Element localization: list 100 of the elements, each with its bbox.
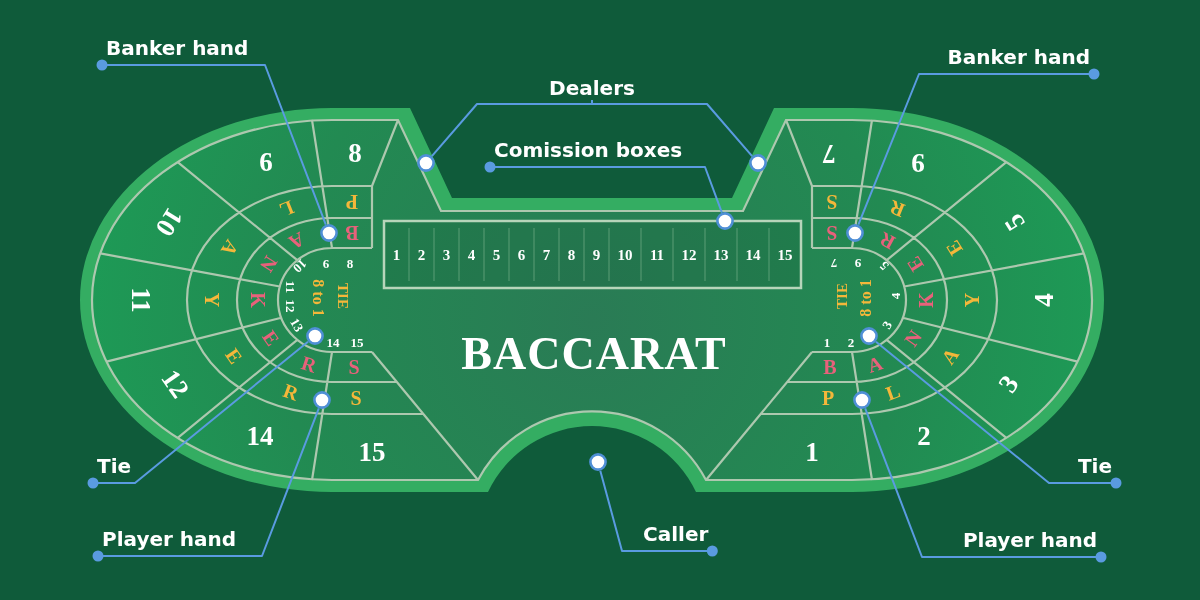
seat-number: 7: [822, 139, 836, 167]
commission-number: 4: [467, 247, 476, 262]
player-bet-letter: S: [826, 192, 838, 212]
seat-number: 2: [917, 422, 931, 450]
player-bet-letter: P: [345, 192, 359, 212]
target-dot-icon: [749, 154, 767, 172]
player-bet-letter: R: [280, 380, 302, 404]
tie-seat-number: 2: [847, 335, 855, 349]
commission-number: 14: [745, 247, 761, 262]
payout-label: 8 to 1: [858, 279, 874, 317]
leader-line: [864, 407, 1107, 563]
target-dot-icon: [589, 453, 607, 471]
leader-line: [599, 469, 718, 557]
player-bet-letter: A: [217, 236, 243, 260]
seat-number: 6: [259, 148, 273, 176]
banker-bet-letter: K: [916, 292, 936, 308]
seat-number: 14: [246, 422, 274, 450]
player-bet-letter: Y: [202, 292, 222, 308]
callout-label: Tie: [1077, 455, 1112, 478]
player-bet-letter: S: [350, 388, 362, 408]
player-bet-letter: L: [883, 380, 903, 404]
banker-bet-letter: S: [348, 357, 360, 377]
commission-number: 10: [617, 247, 633, 262]
seat-number: 10: [150, 203, 188, 241]
commission-number: 2: [417, 247, 426, 262]
commission-number: 11: [649, 247, 665, 262]
callout-label: Dealers: [549, 77, 635, 100]
commission-number: 3: [442, 247, 451, 262]
tie-seat-number: 1: [823, 335, 831, 349]
tie-label: TIE: [334, 283, 350, 309]
target-dot-icon: [417, 154, 435, 172]
tie-seat-number: 5: [877, 259, 891, 273]
commission-number: 7: [542, 247, 551, 262]
tie-seat-number: 8: [346, 256, 354, 270]
tie-seat-number: 13: [288, 316, 306, 334]
tie-seat-number: 11: [283, 280, 297, 294]
commission-number: 5: [492, 247, 501, 262]
commission-number: 12: [681, 247, 697, 262]
seat-number: 5: [999, 209, 1031, 235]
player-bet-letter: E: [222, 344, 246, 368]
tie-seat-number: 4: [888, 292, 902, 300]
seat-number: 15: [358, 438, 386, 466]
callout-label: Banker hand: [947, 46, 1090, 69]
seat-number: 8: [348, 139, 362, 167]
seat-number: 9: [911, 148, 925, 176]
target-dot-icon: [306, 327, 324, 345]
seat-number: 3: [994, 370, 1024, 398]
banker-bet-letter: A: [865, 352, 885, 376]
player-bet-letter: R: [886, 197, 908, 221]
callout-label: Player hand: [102, 528, 237, 551]
player-bet-letter: A: [937, 344, 963, 368]
target-dot-icon: [860, 327, 878, 345]
player-bet-letter: E: [942, 237, 966, 259]
commission-number: 15: [777, 247, 793, 262]
seat-number: 1: [805, 438, 819, 466]
banker-bet-letter: B: [345, 223, 359, 243]
callout-label: Tie: [97, 455, 132, 478]
player-bet-letter: Y: [962, 292, 982, 308]
banker-bet-letter: S: [826, 223, 838, 243]
banker-bet-letter: K: [248, 292, 268, 308]
leader-line: [92, 407, 320, 562]
commission-number: 8: [567, 247, 576, 262]
callout-label: Comission boxes: [494, 139, 683, 162]
tie-seat-number: 14: [326, 335, 340, 349]
tie-seat-number: 15: [350, 335, 364, 349]
banker-bet-letter: N: [900, 326, 926, 350]
leader-line: [591, 99, 754, 158]
player-bet-letter: L: [277, 197, 297, 221]
target-dot-icon: [313, 391, 331, 409]
target-dot-icon: [853, 391, 871, 409]
table-title: BACCARAT: [461, 331, 727, 377]
callout-label: Caller: [643, 523, 709, 546]
tie-seat-number: 9: [854, 256, 862, 270]
banker-bet-letter: R: [299, 352, 319, 376]
payout-label: 8 to 1: [310, 279, 326, 317]
leader-line: [857, 68, 1100, 226]
banker-bet-letter: B: [823, 357, 837, 377]
seat-number: 12: [156, 365, 194, 403]
banker-bet-letter: E: [259, 326, 283, 350]
tie-label: TIE: [834, 283, 850, 309]
tie-seat-number: 12: [283, 299, 297, 313]
target-dot-icon: [320, 224, 338, 242]
banker-bet-letter: A: [285, 228, 309, 254]
banker-bet-letter: E: [903, 253, 927, 275]
tie-seat-number: 6: [322, 256, 330, 270]
commission-number: 1: [392, 247, 401, 262]
tie-seat-number: 7: [830, 256, 838, 270]
seat-number: 4: [1030, 293, 1058, 307]
leader-line: [87, 340, 309, 489]
player-bet-letter: P: [821, 388, 835, 408]
tie-seat-number: 3: [879, 318, 895, 332]
banker-bet-letter: N: [256, 252, 282, 276]
leader-line: [484, 161, 723, 214]
banker-bet-letter: R: [875, 228, 899, 254]
commission-number: 9: [592, 247, 601, 262]
seat-number: 11: [126, 287, 154, 313]
leader-line: [875, 340, 1122, 489]
target-dot-icon: [716, 212, 734, 230]
commission-number: 6: [517, 247, 526, 262]
commission-number: 13: [713, 247, 729, 262]
